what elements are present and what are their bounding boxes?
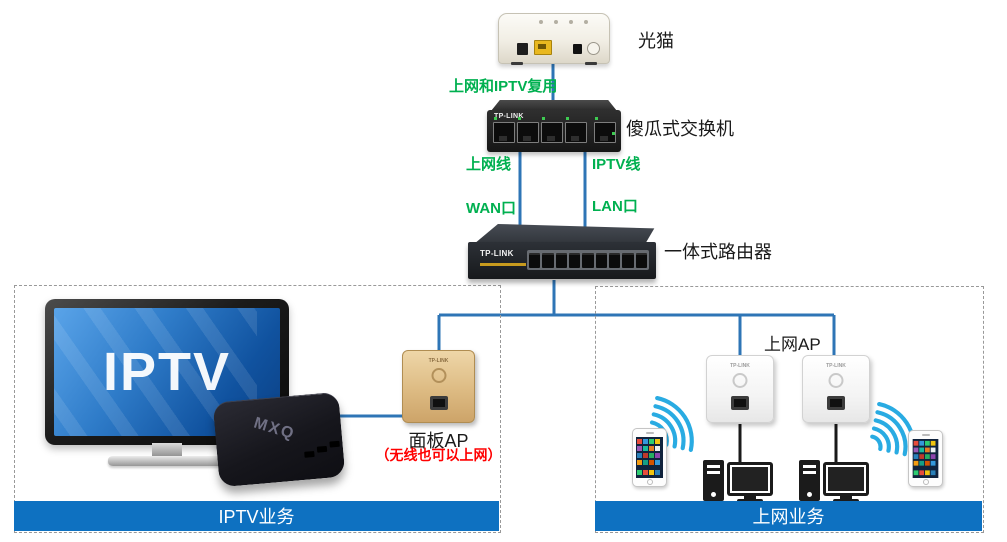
switch-port (541, 117, 563, 143)
iptv-zone-label: IPTV业务 (218, 507, 295, 527)
smartphone-device (908, 430, 943, 487)
set-top-box-device: MXQ (212, 391, 346, 488)
internet-ap-ethernet-port (731, 396, 749, 410)
switch-label: 傻瓜式交换机 (626, 119, 734, 139)
tv-screen-text: IPTV (102, 342, 232, 402)
router-front-face: TP-LINK (468, 242, 656, 279)
switch-port (493, 117, 515, 143)
panel-ap-note: （无线也可以上网） (375, 447, 502, 463)
phone-screen (636, 437, 663, 478)
pc-tower (703, 460, 724, 501)
stb-brand-text: MXQ (251, 414, 298, 444)
router-port (529, 253, 541, 268)
router-brand-text: TP-LINK (480, 249, 514, 258)
tv-stand-neck (152, 443, 182, 457)
phone-speaker (645, 432, 654, 434)
internet-zone-box (595, 286, 984, 533)
internet-ap-button (828, 373, 844, 388)
switch-uplink-port (594, 117, 616, 143)
internet-ap-button (732, 373, 748, 388)
router-top-face (474, 224, 655, 244)
internet-ap-label: 上网AP (764, 335, 821, 354)
lan-port-label: LAN口 (592, 198, 638, 215)
stb-side-port (329, 440, 340, 448)
panel-ap-device: TP-LINK (402, 350, 475, 423)
router-port (622, 253, 634, 268)
router-port (555, 253, 567, 268)
wifi-signal-icon (865, 399, 927, 461)
router-label: 一体式路由器 (664, 242, 772, 262)
pc-monitor-neck (744, 495, 756, 500)
internet-ap-ethernet-port (827, 396, 845, 410)
blue-network-cables (338, 60, 836, 418)
pc-monitor-neck (840, 495, 852, 500)
router-device: TP-LINK (462, 224, 662, 282)
internet-ap-device-1: TP-LINK (706, 355, 774, 423)
internet-zone-bar: 上网业务 (595, 501, 982, 531)
internet-cable-label: 上网线 (466, 156, 512, 173)
internet-ap-brand-text: TP-LINK (826, 363, 846, 369)
pc-monitor (823, 462, 869, 496)
router-port (568, 253, 581, 268)
modem-fiber-port (517, 43, 528, 55)
modem-indicator-dot (569, 20, 573, 24)
internet-ap-brand-text: TP-LINK (730, 363, 750, 369)
black-pc-cables (738, 424, 838, 462)
tv-device: IPTV (45, 299, 289, 445)
panel-ap-label: 面板AP (408, 431, 469, 451)
stb-side-port (304, 450, 315, 458)
iptv-zone-bar: IPTV业务 (14, 501, 499, 531)
phone-home-button (646, 479, 653, 485)
switch-top-face (491, 100, 617, 111)
iptv-cable-label: IPTV线 (592, 156, 641, 173)
panel-ap-ethernet-port (429, 396, 448, 410)
router-port (582, 253, 594, 268)
tv-stand-base (108, 456, 226, 466)
panel-ap-brand-text: TP-LINK (428, 358, 449, 364)
panel-ap-button (431, 368, 446, 383)
router-port (595, 253, 607, 268)
smartphone-device (632, 428, 667, 487)
switch-brand-text: TP-LINK (494, 113, 524, 120)
pc-monitor (727, 462, 773, 496)
router-port-row (527, 250, 649, 270)
pc-tower (799, 460, 820, 501)
modem-foot (511, 62, 523, 65)
modem-label: 光猫 (638, 31, 674, 51)
wan-port-label: WAN口 (466, 200, 516, 217)
switch-port-row (493, 117, 618, 143)
tv-screen: IPTV (54, 308, 280, 436)
stb-side-port (316, 445, 328, 453)
switch-device: TP-LINK (487, 100, 621, 152)
router-port (608, 253, 621, 268)
modem-switch-cable-label: 上网和IPTV复用 (449, 78, 558, 95)
internet-ap-device-2: TP-LINK (802, 355, 870, 423)
switch-port (565, 117, 587, 143)
router-port (635, 253, 647, 268)
optical-modem-device (498, 13, 610, 65)
modem-power-jack (573, 44, 582, 54)
iptv-zone-box (14, 285, 501, 533)
modem-indicator-dot (554, 20, 558, 24)
modem-indicator-dot (584, 20, 588, 24)
switch-power-led (612, 132, 615, 135)
router-accent-stripe (480, 263, 526, 266)
modem-power-button (587, 42, 600, 55)
phone-home-button (922, 479, 929, 485)
switch-front-face: TP-LINK (487, 110, 621, 152)
phone-speaker (921, 434, 930, 436)
internet-zone-label: 上网业务 (752, 507, 825, 527)
modem-lan-port (534, 40, 552, 55)
modem-foot (585, 62, 597, 65)
modem-indicator-dot (539, 20, 543, 24)
phone-screen (912, 439, 939, 480)
switch-port (517, 117, 539, 143)
router-port (542, 253, 554, 268)
